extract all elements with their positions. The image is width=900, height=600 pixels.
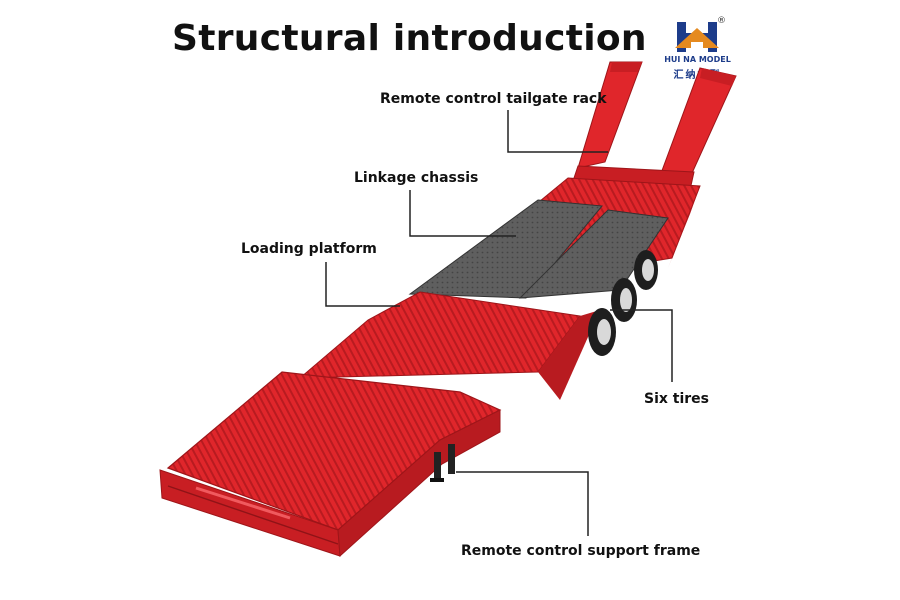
brand-name-en: HUI NA MODEL bbox=[664, 55, 731, 64]
tires-callout-line bbox=[610, 309, 673, 382]
callout-lines bbox=[325, 110, 673, 536]
chassis-callout-line bbox=[409, 190, 516, 237]
callout-tires: Six tires bbox=[644, 391, 710, 407]
support-callout-line bbox=[456, 471, 589, 536]
registered-mark: ® bbox=[717, 16, 726, 26]
callout-tailgate: Remote control tailgate rack bbox=[380, 91, 607, 107]
brand-name-cn: 汇纳模型 bbox=[655, 66, 740, 81]
page-title: Structural introduction bbox=[172, 18, 647, 59]
callout-support: Remote control support frame bbox=[461, 543, 701, 559]
support-frame bbox=[430, 444, 455, 482]
tailgate-rack bbox=[571, 61, 737, 191]
callout-chassis: Linkage chassis bbox=[354, 170, 479, 186]
platform-callout-line bbox=[325, 262, 400, 307]
house-logo-icon bbox=[675, 22, 719, 52]
tailgate-callout-line bbox=[507, 110, 608, 153]
brand-logo: ® HUI NA MODEL 汇纳模型 bbox=[655, 16, 755, 81]
trailer-body bbox=[159, 177, 701, 558]
callout-platform: Loading platform bbox=[241, 241, 377, 257]
six-tires bbox=[588, 250, 658, 356]
